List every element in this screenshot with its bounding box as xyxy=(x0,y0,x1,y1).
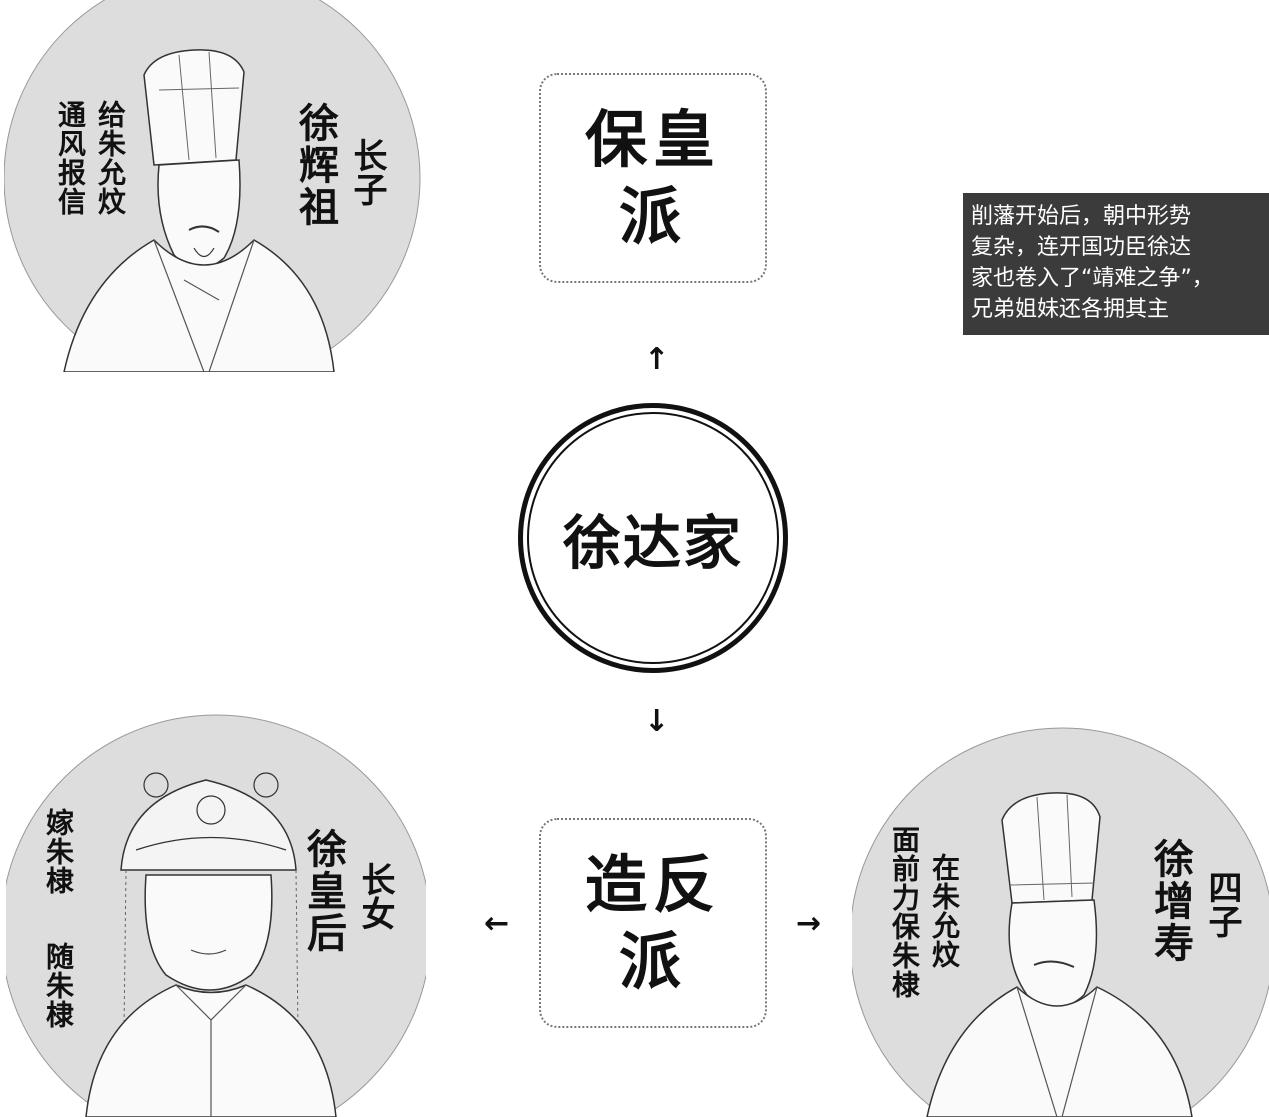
arrow-down: ↓ xyxy=(644,704,670,739)
portrait-empress-xu xyxy=(6,714,426,1117)
note-xu-huizu-2: 通风报信 xyxy=(54,100,87,216)
role-xu-huizu: 长子 xyxy=(347,138,387,206)
name-empress-xu: 徐皇后 xyxy=(300,828,347,954)
name-xu-huizu: 徐辉祖 xyxy=(292,102,339,228)
note-xu-huizu-1: 给朱允炆 xyxy=(94,100,127,216)
note-xu-zengshou-1: 在朱允炆 xyxy=(928,853,961,969)
portrait-xu-zengshou xyxy=(852,727,1269,1117)
portrait-xu-huizu xyxy=(4,0,421,372)
arrow-left: ← xyxy=(484,906,510,941)
note-empress-xu-1: 嫁朱棣 xyxy=(42,808,75,895)
role-empress-xu: 长女 xyxy=(355,862,395,930)
center-circle: 徐达家 xyxy=(518,403,788,673)
center-label: 徐达家 xyxy=(562,509,743,577)
faction-rebel-label: 造反派 xyxy=(584,847,721,999)
arrow-right: → xyxy=(796,906,822,941)
role-xu-zengshou: 四子 xyxy=(1202,870,1242,938)
faction-loyalist-box: 保皇派 xyxy=(539,73,767,283)
arrow-up: ↑ xyxy=(644,342,670,377)
note-empress-xu-2: 随朱棣 xyxy=(42,942,75,1029)
faction-loyalist-label: 保皇派 xyxy=(584,102,721,254)
name-xu-zengshou: 徐增寿 xyxy=(1147,838,1194,964)
note-xu-zengshou-2: 面前力保朱棣 xyxy=(888,825,921,999)
caption-box: 削藩开始后，朝中形势 复杂，连开国功臣徐达 家也卷入了“靖难之争”， 兄弟姐妹还… xyxy=(963,193,1269,335)
faction-rebel-box: 造反派 xyxy=(539,818,767,1028)
